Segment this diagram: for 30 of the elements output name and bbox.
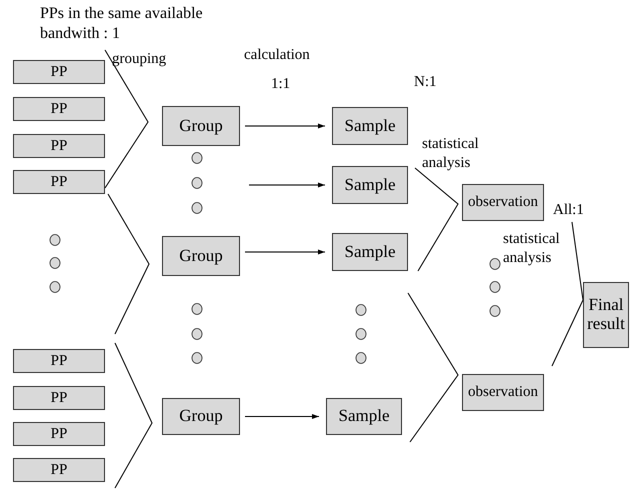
process-box: PP: [13, 60, 105, 84]
process-box: PP: [13, 349, 105, 373]
process-box: Sample: [326, 398, 402, 435]
process-box: Group: [162, 236, 240, 276]
annotation-text: N:1: [414, 73, 438, 92]
annotation-text: statistical analysis: [503, 230, 561, 268]
process-box: PP: [13, 458, 105, 482]
arrow: [244, 250, 326, 254]
process-box: PP: [13, 170, 105, 194]
arrow: [244, 124, 326, 128]
process-box: observation: [462, 374, 544, 411]
process-box: PP: [13, 97, 105, 121]
process-box: Group: [162, 398, 240, 435]
arrow: [248, 182, 326, 188]
process-box: Final result: [583, 282, 629, 348]
process-box: PP: [13, 386, 105, 410]
process-box: Sample: [332, 107, 408, 145]
process-box: PP: [13, 134, 105, 158]
process-box: Group: [162, 106, 240, 146]
annotation-text: grouping: [112, 50, 168, 69]
annotation-text: All:1: [553, 201, 585, 220]
process-box: observation: [462, 184, 544, 221]
process-box: Sample: [332, 166, 408, 204]
annotation-text: calculation: [244, 46, 311, 65]
process-box: Sample: [332, 233, 408, 271]
arrow: [244, 414, 320, 419]
annotation-text: PPs in the same available bandwith : 1: [40, 4, 204, 44]
process-box: PP: [13, 422, 105, 446]
annotation-text: statistical analysis: [422, 135, 480, 172]
annotation-text: 1:1: [271, 75, 292, 94]
